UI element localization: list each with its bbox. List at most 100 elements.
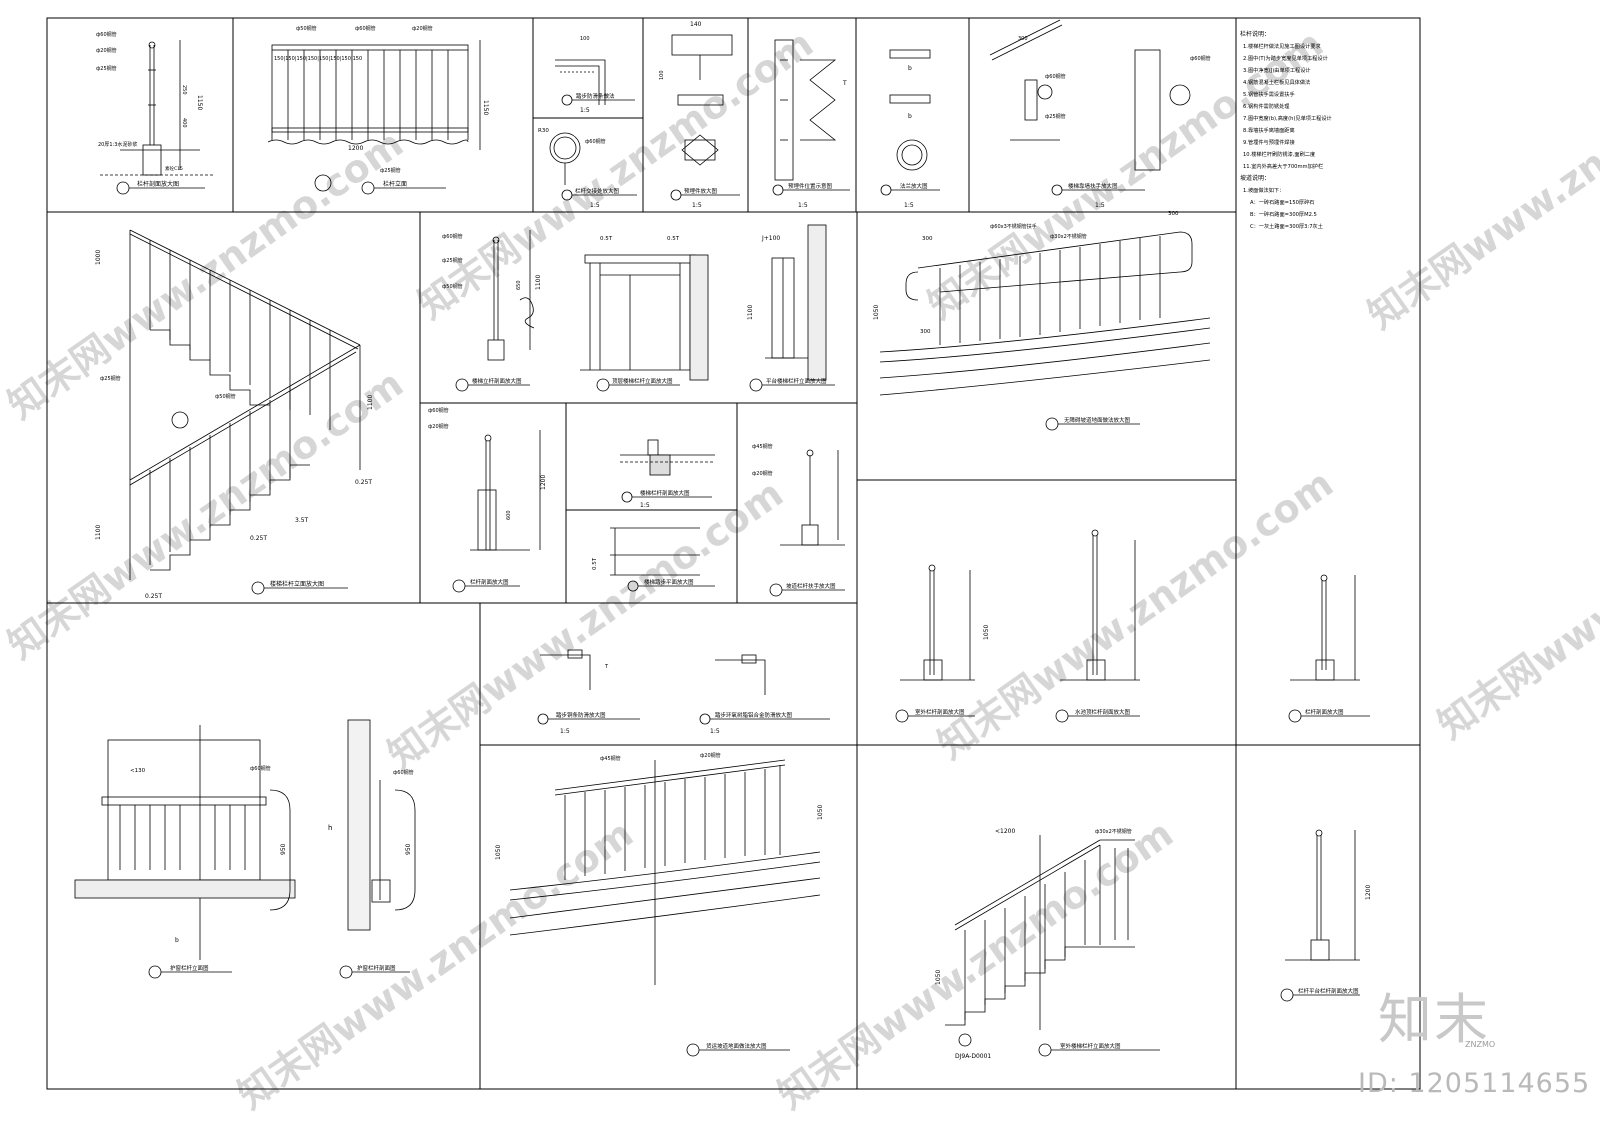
detail-title: 栏杆立面 (383, 180, 407, 188)
dim-label: <130 (130, 768, 146, 774)
dim-label: 400 (181, 118, 187, 128)
dim-label: ф20钢管 (96, 47, 117, 54)
dim-label: 150|150|150|150|150|150|150|150 (274, 56, 362, 62)
ramp-notes-title: 坡道说明： (1240, 174, 1270, 182)
baluster-group (149, 240, 331, 565)
dim-label: 950 (405, 843, 412, 855)
dim-label: ф25钢管 (96, 65, 117, 72)
dim-label: 1200 (540, 475, 547, 490)
detail-27-platform-section: 1200 栏杆平台栏杆剖面放大图 (1280, 829, 1372, 1002)
scale-label: 1:5 (692, 202, 702, 209)
dim-label: 20厚1:3水泥砂浆 (98, 141, 137, 148)
dim-label: ф25钢管 (100, 375, 121, 382)
dim-label: ф20钢管 (752, 470, 773, 477)
detail-title: 栏杆剖面放大图 (137, 180, 179, 188)
dim-label: b (908, 113, 912, 120)
detail-title: 踏步铜条防滑放大图 (556, 711, 606, 719)
dim-label: 1000 (95, 250, 102, 265)
dim-label: 1150 (482, 100, 489, 115)
dim-label: 1200 (348, 145, 363, 152)
dim-label: J+100 (761, 235, 780, 242)
detail-title: 栏杆交接处放大图 (575, 187, 620, 195)
dim-label: ф25钢管 (380, 167, 401, 174)
detail-title: 预埋件位置示意图 (788, 182, 833, 190)
dim-label: 0.5T (667, 236, 680, 242)
detail-title: 栏杆平台栏杆剖面放大图 (1298, 987, 1359, 995)
dim-label: ф20钢管 (700, 752, 721, 759)
dim-label: 140 (690, 21, 702, 28)
baluster-group (584, 769, 766, 876)
detail-24-outdoor-stair: <1200 ф30x2不锈钢管 1050 DJ9A-D0001 室外楼梯栏杆立面… (935, 828, 1160, 1060)
dim-label: ф50钢管 (296, 25, 317, 32)
dim-label: 0.25T (145, 593, 162, 600)
note-line: 10.楼梯栏杆刷防锈漆,面刷二度 (1243, 150, 1315, 158)
notes-title: 栏杆说明： (1240, 30, 1270, 38)
dim-label: 100 (580, 36, 590, 42)
brand-logo: 知末 (1378, 988, 1490, 1051)
note-line: 4.钢筋混凝土栏板见具体做法 (1243, 78, 1310, 86)
detail-2-railing-elevation: 150|150|150|150|150|150|150|150 ф50钢管 ф6… (267, 25, 489, 195)
scale-label: 1:5 (1095, 202, 1105, 209)
dim-label: ф30x2不锈钢管 (1095, 828, 1132, 835)
baluster-group (119, 805, 246, 870)
detail-22-freight-ramp: ф45钢管 ф20钢管 1050 1050 货运坡道地面做法放大图 (495, 752, 824, 1057)
detail-15-accessible-ramp: ф60x3不锈钢管扶手 ф30x2不锈钢管 300 300 300 1050 无… (873, 211, 1211, 431)
dim-label: ф45钢管 (752, 443, 773, 450)
ref-label: DJ9A-D0001 (955, 1053, 991, 1060)
detail-title: 货运坡道地面做法放大图 (706, 1042, 767, 1050)
dim-label: 650 (516, 280, 522, 290)
ramp-note-line: A：一砖石路面=150厚碎石 (1250, 198, 1314, 206)
dim-label: ф20钢管 (412, 25, 433, 32)
dim-label: 950 (280, 843, 287, 855)
dim-label: ф50钢管 (215, 393, 236, 400)
baluster-group (959, 238, 1141, 343)
detail-9-stair-railing: 1000 1100 1100 0.25T 3.5T 0.25T 0.25T ф2… (95, 229, 374, 600)
dim-label: ф60钢管 (355, 25, 376, 32)
dim-label: b (175, 937, 179, 944)
detail-title: 平台楼梯栏杆立面放大图 (766, 377, 827, 385)
dim-label: 0.25T (355, 479, 372, 486)
detail-23-outdoor-section: 1050 室外栏杆剖面放大图 (895, 564, 990, 723)
detail-3-step-antislip: 100 踏步防滑条做法 1:5 (555, 36, 635, 114)
dim-label: 1100 (535, 275, 542, 290)
detail-12-stair-section: 楼梯栏杆剖面放大图 1:5 (620, 439, 715, 509)
dim-label: ф60钢管 (442, 233, 463, 240)
dim-label: ф30x2不锈钢管 (1050, 233, 1087, 240)
detail-title: 栏杆剖面放大图 (470, 578, 509, 586)
dim-label: 0.5T (600, 236, 613, 242)
detail-1-railing-section: ф60钢管 ф20钢管 ф25钢管 1150 250 400 20厚1:3水泥砂… (96, 31, 215, 195)
detail-title: 室外栏杆剖面放大图 (915, 708, 965, 716)
dim-label: R30 (538, 128, 549, 134)
dim-label: ф60钢管 (96, 31, 117, 38)
dim-label: T (604, 664, 609, 670)
brand-logo-sub: ZNZMO (1465, 1040, 1496, 1049)
dim-label: 1050 (983, 625, 990, 640)
detail-title: 楼梯靠墙扶手放大图 (1068, 182, 1118, 190)
dim-label: ф20钢管 (428, 423, 449, 430)
dim-label: 素砼C15 (165, 165, 183, 172)
note-line: 6.钢构件需防锈处理 (1243, 102, 1290, 110)
detail-16-ramp-handrail: ф45钢管 ф20钢管 坡道栏杆扶手放大图 (752, 443, 845, 597)
dim-label: ф60钢管 (428, 407, 449, 414)
sheet-frame (46, 17, 1421, 1090)
detail-20-copper-nosing: T 踏步铜条防滑放大图 1:5 (537, 649, 640, 735)
dim-label: ф60钢管 (250, 765, 271, 772)
scale-label: 1:5 (560, 728, 570, 735)
scale-label: 1:5 (710, 728, 720, 735)
dim-label: 250 (181, 85, 187, 95)
note-line: 8.靠墙扶手离墙面距离 (1243, 126, 1295, 134)
dim-label: 1050 (495, 845, 502, 860)
detail-title: 楼梯栏杆剖面放大图 (640, 489, 690, 497)
dim-label: 600 (506, 510, 512, 520)
dim-label: 0.5T (592, 557, 598, 570)
detail-10-stair-post: ф60钢管 ф25钢管 ф50钢管 650 1100 楼梯立杆剖面放大图 (442, 230, 542, 392)
dim-label: ф60钢管 (1190, 55, 1211, 62)
detail-25-pool-section: 水池顶栏杆剖面放大图 (1055, 529, 1140, 723)
scale-label: 1:5 (640, 502, 650, 509)
baluster-group (984, 848, 1129, 1005)
dim-label: ф60钢管 (393, 769, 414, 776)
dim-label: 1100 (95, 525, 102, 540)
dim-label: <1200 (995, 828, 1015, 835)
dim-label: h (328, 824, 332, 832)
